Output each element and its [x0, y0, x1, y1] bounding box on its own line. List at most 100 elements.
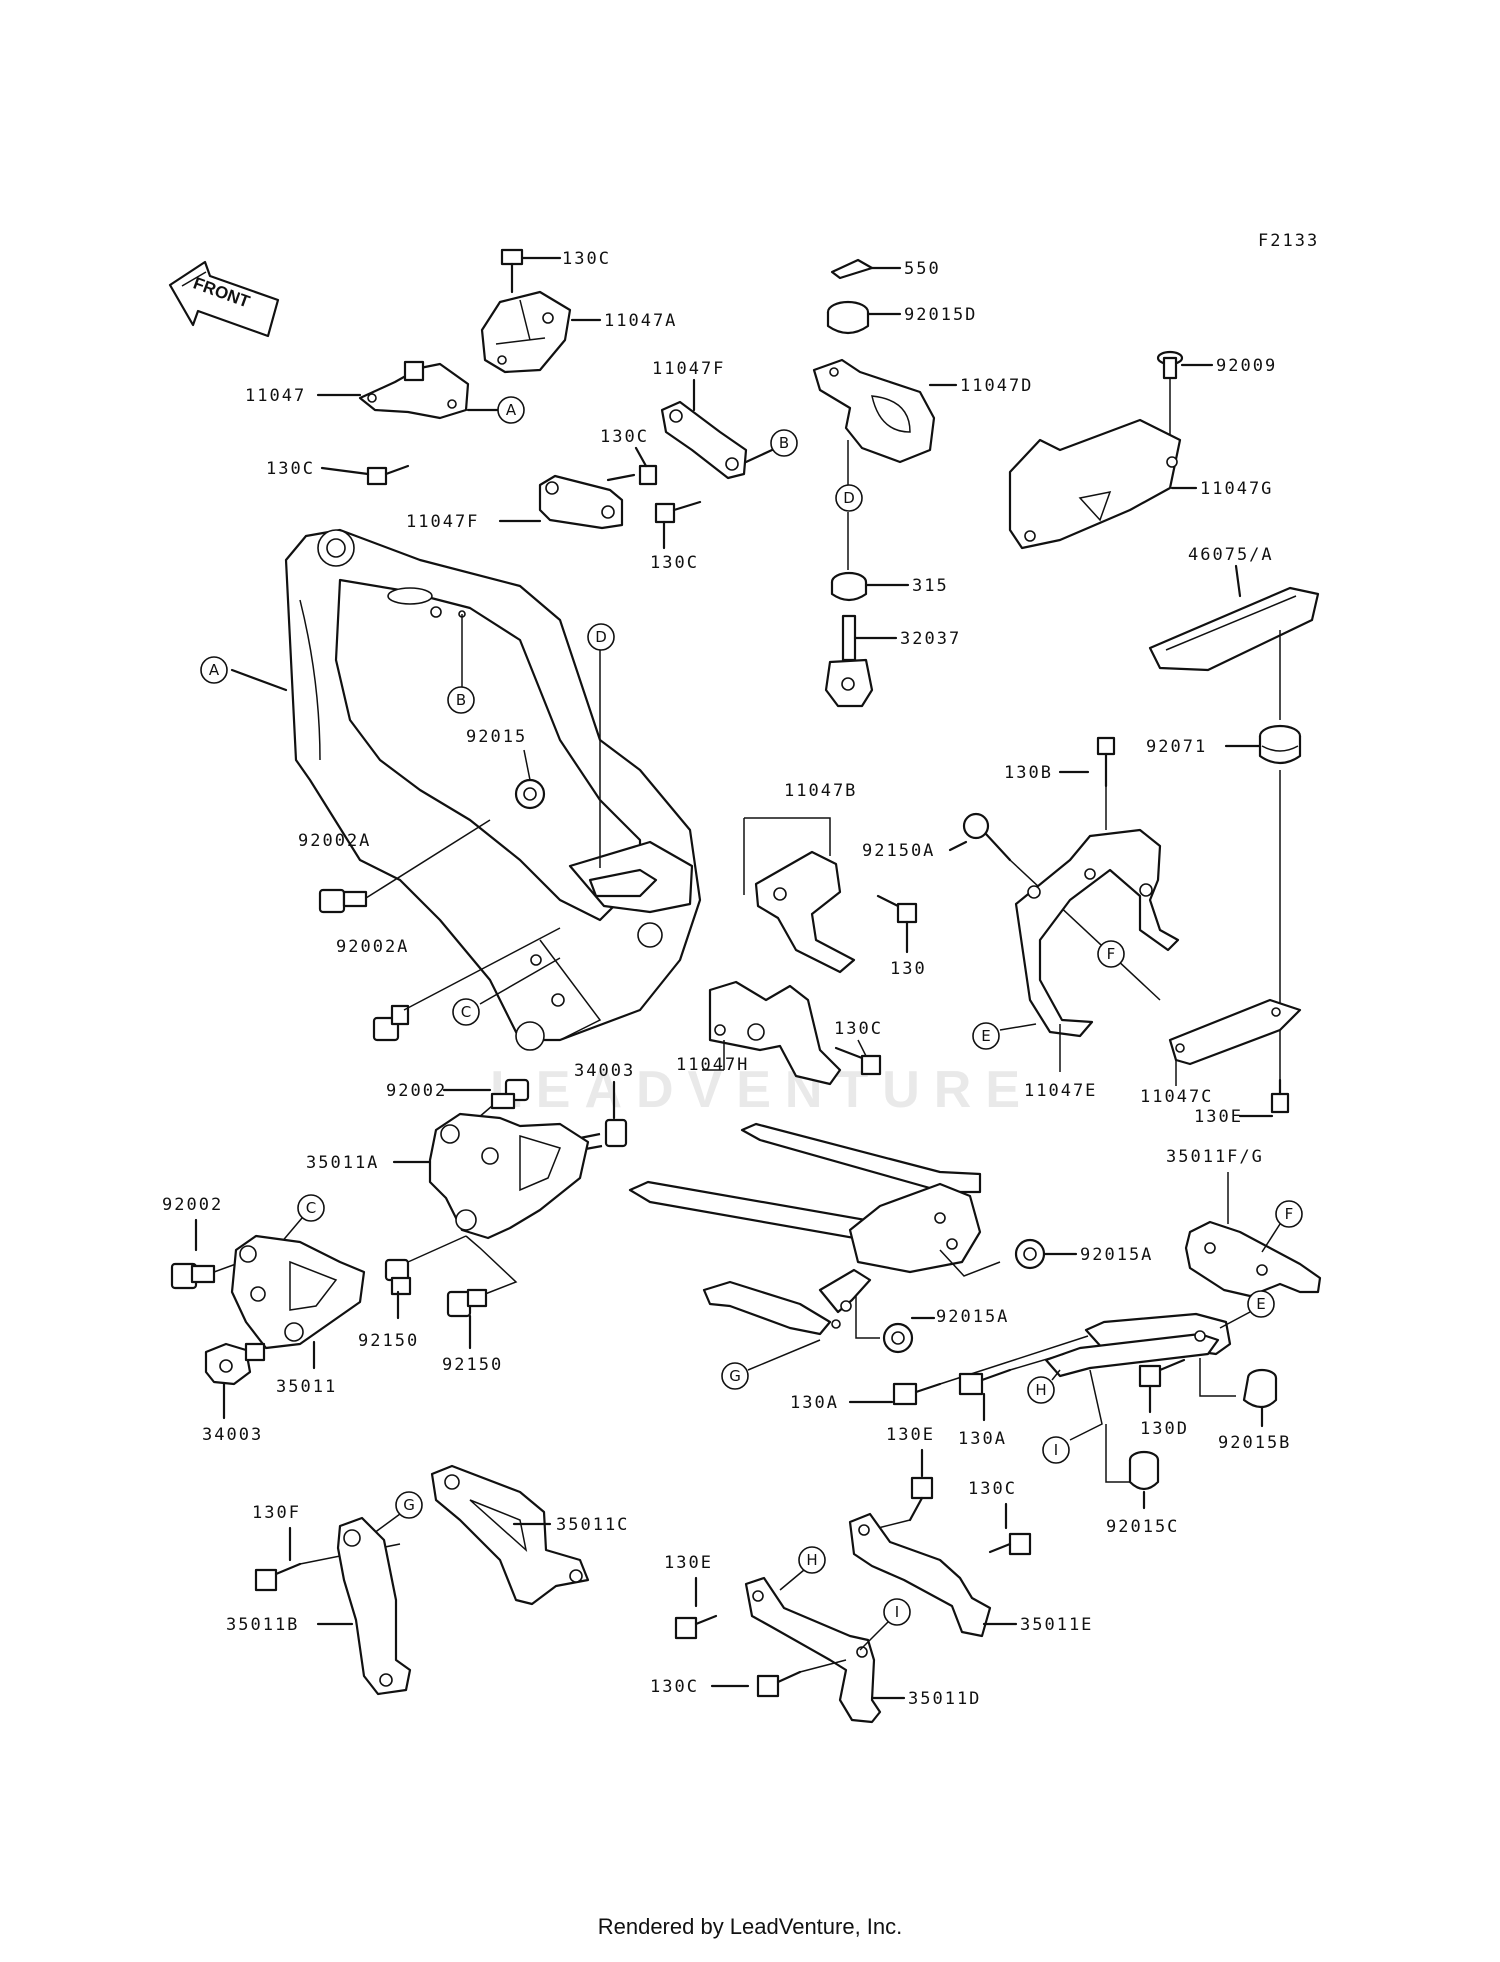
label-130a-right: 130A — [958, 1429, 1007, 1449]
nut-92015a-lower-icon — [882, 1322, 914, 1354]
callout-g-bracket — [395, 1491, 423, 1519]
bolt-130c-top-icon — [500, 248, 524, 294]
callout-a-letter: A — [506, 401, 517, 419]
label-11047c: 11047C — [1140, 1087, 1213, 1107]
label-92002a-upper: 92002A — [298, 831, 371, 851]
callout-e-tray-letter: E — [981, 1027, 990, 1045]
bolt-92150-a-icon — [384, 1258, 412, 1296]
label-92002-b: 92002 — [162, 1195, 223, 1215]
nut-92015d-icon — [826, 300, 870, 335]
label-92009: 92009 — [1216, 356, 1277, 376]
bolt-92009-icon — [1156, 350, 1184, 380]
callout-c-footpeg-letter: C — [306, 1199, 316, 1217]
label-92015: 92015 — [466, 727, 527, 747]
callout-i-bracket-letter: I — [895, 1603, 899, 1621]
bolt-92002-b-icon — [170, 1262, 216, 1290]
front-arrow-icon: FRONT — [168, 260, 280, 338]
bolt-130c-left-icon — [366, 464, 410, 486]
label-11047a: 11047A — [604, 311, 677, 331]
bolt-130e-1-icon — [908, 1476, 934, 1522]
cotter-pin-550-icon — [830, 258, 874, 280]
label-35011e: 35011E — [1020, 1615, 1093, 1635]
bolt-130b-icon — [1096, 736, 1116, 788]
label-130e-2: 130E — [664, 1553, 713, 1573]
callout-f-rail — [1275, 1200, 1303, 1228]
callout-i-rail — [1042, 1436, 1070, 1464]
bolt-92002a-lower-icon — [372, 1004, 410, 1042]
label-130e-right: 130E — [1194, 1107, 1243, 1127]
bolt-130e-right-icon — [1270, 1078, 1290, 1114]
bracket-35011d-icon — [744, 1576, 882, 1724]
callout-f-tray-letter: F — [1107, 945, 1116, 963]
bracket-35011c-icon — [430, 1464, 590, 1606]
label-130f: 130F — [252, 1503, 301, 1523]
label-35011fg: 35011F/G — [1166, 1147, 1264, 1167]
collar-92015c-icon — [1128, 1450, 1160, 1491]
bolt-92150a-icon — [962, 812, 1012, 862]
label-35011d: 35011D — [908, 1689, 981, 1709]
callout-f-tray — [1097, 940, 1125, 968]
label-92015b: 92015B — [1218, 1433, 1291, 1453]
stopper-34003-b-icon — [204, 1342, 266, 1386]
callout-g-bracket-letter: G — [403, 1496, 415, 1514]
label-11047d: 11047D — [960, 376, 1033, 396]
label-35011a: 35011A — [306, 1153, 379, 1173]
pad-46075a-icon — [1148, 586, 1320, 672]
label-92015a-lower: 92015A — [936, 1307, 1009, 1327]
callout-a-top — [497, 396, 525, 424]
diagram-code: F2133 — [1258, 231, 1319, 251]
label-11047h: 11047H — [676, 1055, 749, 1075]
label-92002-a: 92002 — [386, 1081, 447, 1101]
callout-a-frame-letter: A — [209, 661, 220, 679]
label-11047e: 11047E — [1024, 1081, 1097, 1101]
label-92002a-lower: 92002A — [336, 937, 409, 957]
callout-f-rail-letter: F — [1285, 1205, 1294, 1223]
bracket-11047g-icon — [1008, 418, 1182, 550]
label-130c-d: 130C — [968, 1479, 1017, 1499]
label-92015a-upper: 92015A — [1080, 1245, 1153, 1265]
callout-g-rail-letter: G — [729, 1367, 741, 1385]
callout-h-bracket — [798, 1546, 826, 1574]
label-315: 315 — [912, 576, 949, 596]
bolt-130d-icon — [1138, 1358, 1186, 1388]
footer-credit: Rendered by LeadVenture, Inc. — [597, 1914, 903, 1939]
callout-b-frame-letter: B — [456, 691, 466, 709]
label-35011: 35011 — [276, 1377, 337, 1397]
bolt-130c-c-icon — [834, 1046, 882, 1076]
label-130a-left: 130A — [790, 1393, 839, 1413]
subframe-icon — [628, 1122, 982, 1336]
bolt-130c-mid2-icon — [654, 500, 702, 524]
nut-315-icon — [830, 571, 868, 602]
bracket-11047a-icon — [480, 290, 572, 374]
label-11047b: 11047B — [784, 781, 857, 801]
nut-92015-icon — [514, 778, 546, 810]
callout-c-frame — [452, 998, 480, 1026]
callout-e-tray — [972, 1022, 1000, 1050]
label-11047f-upper: 11047F — [652, 359, 725, 379]
label-11047g: 11047G — [1200, 479, 1273, 499]
label-130c-c: 130C — [834, 1019, 883, 1039]
callout-i-bracket — [883, 1598, 911, 1626]
callout-e-rail-letter: E — [1256, 1295, 1265, 1313]
callout-d-letter: D — [843, 489, 855, 507]
callout-a-frame — [200, 656, 228, 684]
watermark: LEADVENTURE — [490, 1061, 1035, 1119]
label-92150-b: 92150 — [442, 1355, 503, 1375]
collar-92015b-icon — [1242, 1368, 1278, 1409]
bracket-11047e-c-icon — [1014, 828, 1302, 1066]
label-130e-1: 130E — [886, 1425, 935, 1445]
crossmember-icon — [1044, 1312, 1232, 1378]
bracket-11047-icon — [358, 360, 470, 420]
bracket-35011b-icon — [336, 1516, 412, 1696]
bolt-130-icon — [876, 894, 918, 924]
label-92150a: 92150A — [862, 841, 935, 861]
label-550: 550 — [904, 259, 941, 279]
callout-e-rail — [1247, 1290, 1275, 1318]
label-130d: 130D — [1140, 1419, 1189, 1439]
label-130: 130 — [890, 959, 927, 979]
label-92015c: 92015C — [1106, 1517, 1179, 1537]
bolt-130a-right-icon — [958, 1368, 1012, 1396]
label-34003-b: 34003 — [202, 1425, 263, 1445]
label-130c-left: 130C — [266, 459, 315, 479]
